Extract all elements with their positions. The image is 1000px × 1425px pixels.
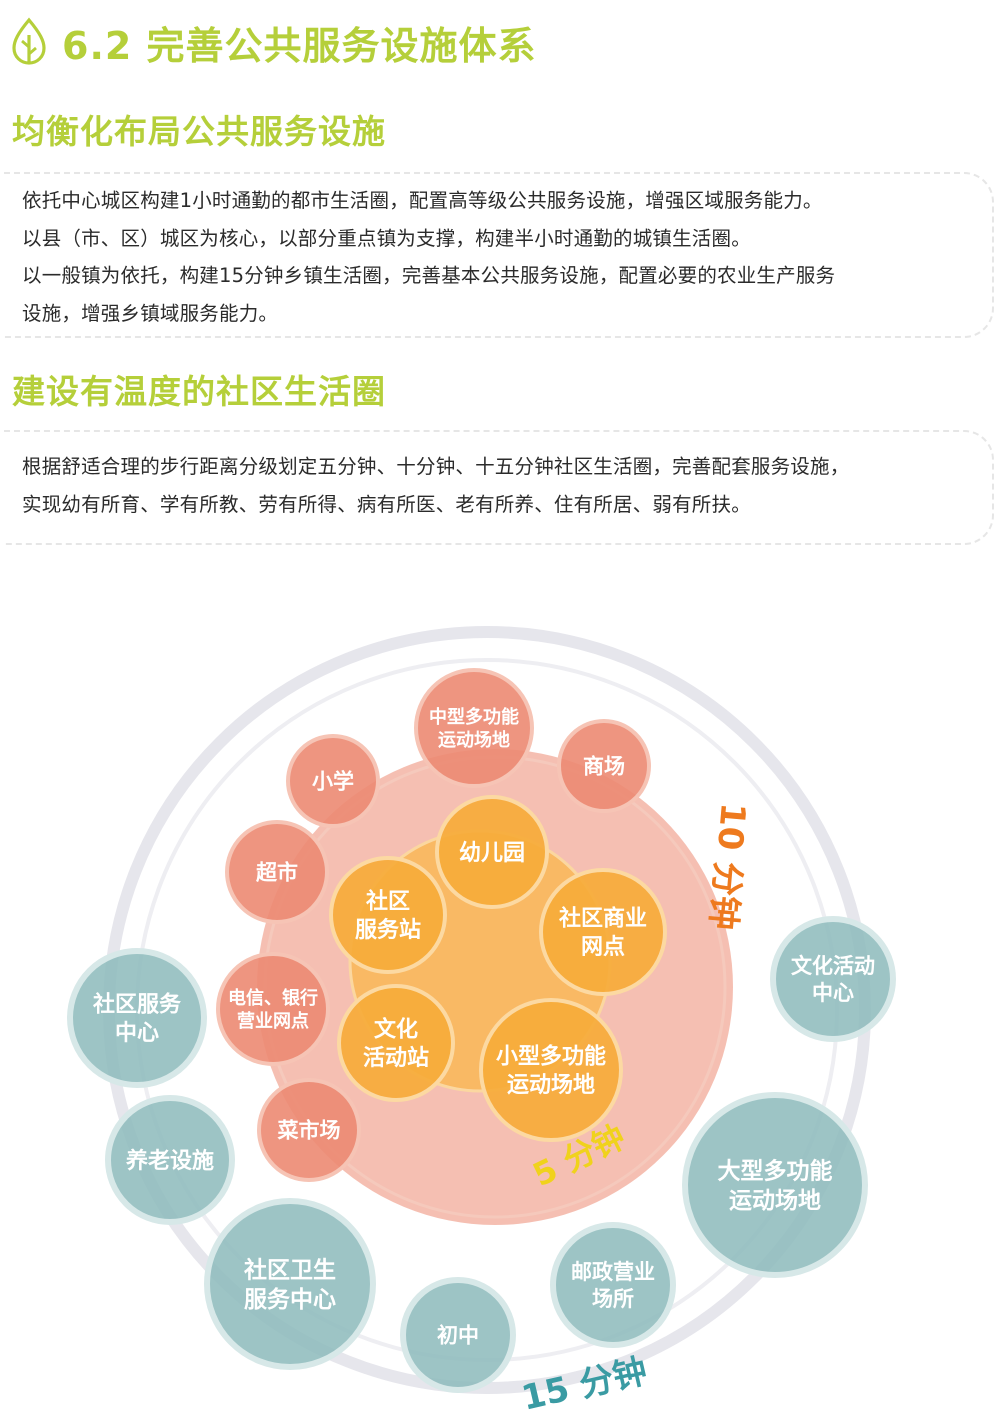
section1-line: 设施，增强乡镇域服务能力。 — [22, 301, 279, 325]
facility-label: 服务站 — [355, 918, 421, 943]
facility-bubble-circle — [286, 734, 380, 828]
fifteen-min-label: 15 分钟 — [518, 1351, 651, 1419]
facility-bubble: 商场 — [557, 719, 651, 813]
facility-label: 运动场地 — [507, 1073, 595, 1098]
facility-label: 小学 — [312, 770, 354, 794]
facility-label: 社区 — [366, 889, 410, 915]
ten-min-label: 10 分钟 — [702, 801, 753, 931]
section2-line: 实现幼有所育、学有所教、劳有所得、病有所医、老有所养、住有所居、弱有所扶。 — [22, 492, 751, 516]
facility-label: 中型多功能 — [429, 706, 519, 728]
facility-label: 商场 — [583, 755, 625, 779]
section2-textbox: 根据舒适合理的步行距离分级划定五分钟、十分钟、十五分钟社区生活圈，完善配套服务设… — [4, 430, 994, 545]
life-circle-diagram: 文化活动中心大型多功能运动场地邮政营业场所初中社区卫生服务中心养老设施社区服务中… — [67, 626, 896, 1419]
facility-bubble-circle — [225, 820, 329, 924]
section1-line: 以县（市、区）城区为核心，以部分重点镇为支撑，构建半小时通勤的城镇生活圈。 — [22, 226, 751, 250]
facility-label: 网点 — [581, 934, 625, 960]
facility-label: 活动站 — [363, 1046, 429, 1071]
facility-bubble: 初中 — [400, 1277, 516, 1393]
facility-label: 文化活动 — [791, 954, 875, 978]
facility-bubble-circle — [400, 1277, 516, 1393]
section2-line: 根据舒适合理的步行距离分级划定五分钟、十分钟、十五分钟社区生活圈，完善配套服务设… — [22, 455, 850, 478]
facility-bubble-circle — [770, 916, 896, 1042]
facility-bubble-circle — [682, 1092, 868, 1278]
facility-bubble-circle — [257, 1078, 361, 1182]
facility-bubble-circle — [550, 1222, 676, 1348]
facility-label: 菜市场 — [277, 1119, 341, 1143]
facility-label: 文化 — [374, 1017, 418, 1043]
facility-label: 大型多功能 — [718, 1157, 833, 1184]
facility-label: 运动场地 — [729, 1188, 821, 1214]
facility-bubble: 菜市场 — [257, 1078, 361, 1182]
section1-textbox: 依托中心城区构建1小时通勤的都市生活圈，配置高等级公共服务设施，增强区域服务能力… — [4, 172, 994, 338]
facility-bubble-circle — [67, 948, 207, 1088]
facility-bubble-circle — [337, 984, 455, 1102]
facility-label: 营业网点 — [237, 1010, 309, 1032]
page-title: 6.2 完善公共服务设施体系 — [62, 23, 537, 68]
facility-label: 社区卫生 — [244, 1256, 336, 1283]
facility-bubble-circle — [105, 1095, 235, 1225]
facility-label: 场所 — [592, 1287, 634, 1311]
facility-label: 初中 — [437, 1324, 479, 1348]
facility-bubble: 超市 — [225, 820, 329, 924]
section2-title: 建设有温度的社区生活圈 — [12, 372, 386, 411]
facility-label: 社区商业 — [559, 906, 647, 932]
facility-bubble: 养老设施 — [105, 1095, 235, 1225]
facility-bubble: 幼儿园 — [435, 795, 549, 909]
facility-bubble-circle — [414, 668, 534, 788]
facility-label: 中心 — [812, 981, 854, 1005]
facility-label: 电信、银行 — [228, 987, 318, 1009]
facility-bubble-circle — [204, 1198, 376, 1370]
facility-label: 小型多功能 — [496, 1044, 606, 1070]
section1-line: 以一般镇为依托，构建15分钟乡镇生活圈，完善基本公共服务设施，配置必要的农业生产… — [22, 264, 836, 287]
facility-label: 社区服务 — [93, 992, 182, 1018]
facility-label: 邮政营业 — [571, 1260, 655, 1284]
facility-label: 养老设施 — [125, 1148, 214, 1174]
section1-title: 均衡化布局公共服务设施 — [12, 112, 386, 151]
section1-line: 依托中心城区构建1小时通勤的都市生活圈，配置高等级公共服务设施，增强区域服务能力… — [22, 189, 823, 212]
facility-bubble-circle — [479, 998, 623, 1142]
facility-bubble-circle — [539, 868, 667, 996]
section-header: 6.2 完善公共服务设施体系 — [10, 12, 537, 72]
facility-bubble-circle — [216, 952, 330, 1066]
facility-label: 运动场地 — [438, 729, 510, 751]
facility-label: 中心 — [115, 1021, 159, 1046]
leaf-icon — [12, 17, 46, 65]
facility-bubble: 小学 — [286, 734, 380, 828]
facility-label: 超市 — [256, 861, 298, 885]
facility-bubble-circle — [329, 856, 447, 974]
facility-label: 幼儿园 — [459, 840, 525, 866]
facility-bubble-circle — [435, 795, 549, 909]
facility-label: 服务中心 — [244, 1287, 336, 1313]
facility-bubble-circle — [557, 719, 651, 813]
